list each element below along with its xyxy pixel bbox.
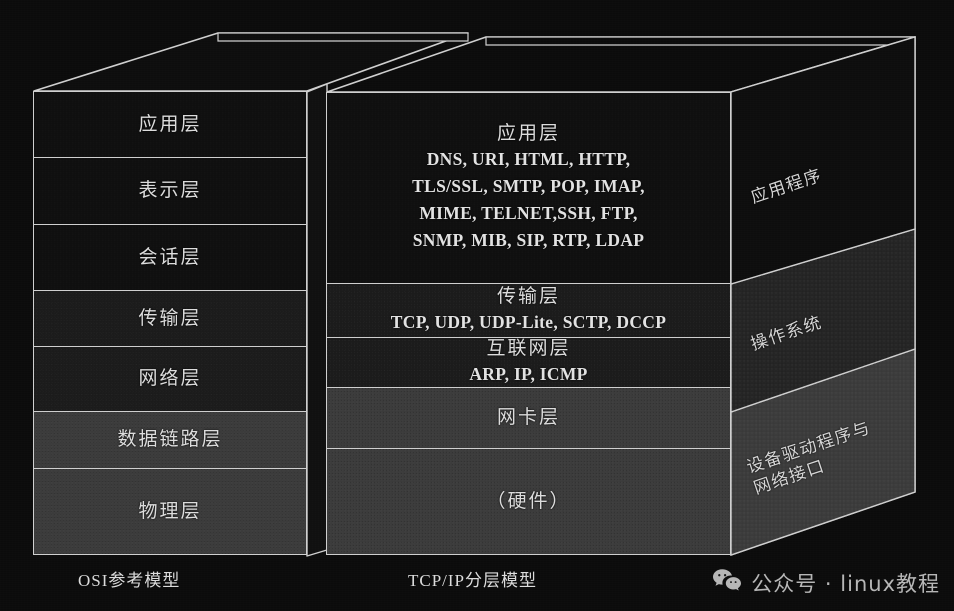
caption-osi: OSI参考模型 — [78, 571, 181, 590]
watermark: 公众号 · linux教程 — [712, 567, 940, 597]
caption-tcpip: TCP/IP分层模型 — [408, 571, 538, 590]
tcpip-layer-label: 互联网层 — [486, 338, 571, 360]
osi-layer-stack: 应用层表示层会话层传输层网络层数据链路层物理层 — [33, 91, 307, 555]
protocol-line: DNS, URI, HTML, HTTP, — [426, 148, 631, 169]
osi-layer-row: 网络层 — [34, 347, 306, 412]
osi-layer-label: 表示层 — [138, 180, 202, 202]
protocol-line: TLS/SSL, SMTP, POP, IMAP, — [412, 175, 645, 196]
osi-box-top-face — [0, 0, 480, 130]
osi-layer-label: 会话层 — [138, 246, 202, 268]
tcpip-layer-label: 传输层 — [496, 286, 560, 308]
osi-layer-label: 网络层 — [138, 368, 202, 390]
protocol-line: TCP, UDP, UDP-Lite, SCTP, DCCP — [390, 311, 667, 332]
tcpip-box-top-face — [300, 0, 954, 130]
tcpip-layer-row: 互联网层 ARP, IP, ICMP — [327, 338, 730, 388]
wechat-icon — [712, 568, 742, 597]
osi-layer-label: 传输层 — [138, 307, 202, 329]
osi-layer-label: 应用层 — [138, 113, 202, 135]
osi-layer-row: 表示层 — [34, 158, 306, 225]
osi-layer-row: 应用层 — [34, 92, 306, 158]
osi-layer-row: 传输层 — [34, 291, 306, 347]
tcpip-protocol-list: ARP, IP, ICMP — [469, 361, 588, 387]
tcpip-protocol-list: DNS, URI, HTML, HTTP, TLS/SSL, SMTP, POP,… — [412, 146, 645, 255]
osi-layer-row: 物理层 — [34, 469, 306, 554]
protocol-line: MIME, TELNET,SSH, FTP, — [419, 202, 638, 223]
tcpip-layer-label: 应用层 — [496, 122, 560, 144]
osi-layer-label: 数据链路层 — [117, 429, 223, 451]
protocol-line: ARP, IP, ICMP — [469, 363, 588, 384]
tcpip-layer-row: 网卡层 — [327, 388, 730, 449]
tcpip-box-right-face — [730, 36, 916, 556]
tcpip-protocol-list: TCP, UDP, UDP-Lite, SCTP, DCCP — [391, 309, 666, 336]
tcpip-layer-stack: 应用层 DNS, URI, HTML, HTTP, TLS/SSL, SMTP, P… — [326, 92, 731, 555]
tcpip-layer-row: 应用层 DNS, URI, HTML, HTTP, TLS/SSL, SMTP, P… — [327, 93, 730, 284]
tcpip-layer-label: （硬件） — [486, 490, 571, 512]
watermark-text: 公众号 · linux教程 — [751, 572, 940, 596]
tcpip-layer-row: （硬件） — [327, 449, 730, 554]
protocol-line: SNMP, MIB, SIP, RTP, LDAP — [412, 230, 645, 250]
tcpip-layer-label: 网卡层 — [496, 407, 560, 429]
osi-layer-row: 会话层 — [34, 225, 306, 291]
osi-layer-row: 数据链路层 — [34, 412, 306, 469]
tcpip-layer-row: 传输层 TCP, UDP, UDP-Lite, SCTP, DCCP — [327, 284, 730, 338]
osi-layer-label: 物理层 — [138, 500, 202, 522]
